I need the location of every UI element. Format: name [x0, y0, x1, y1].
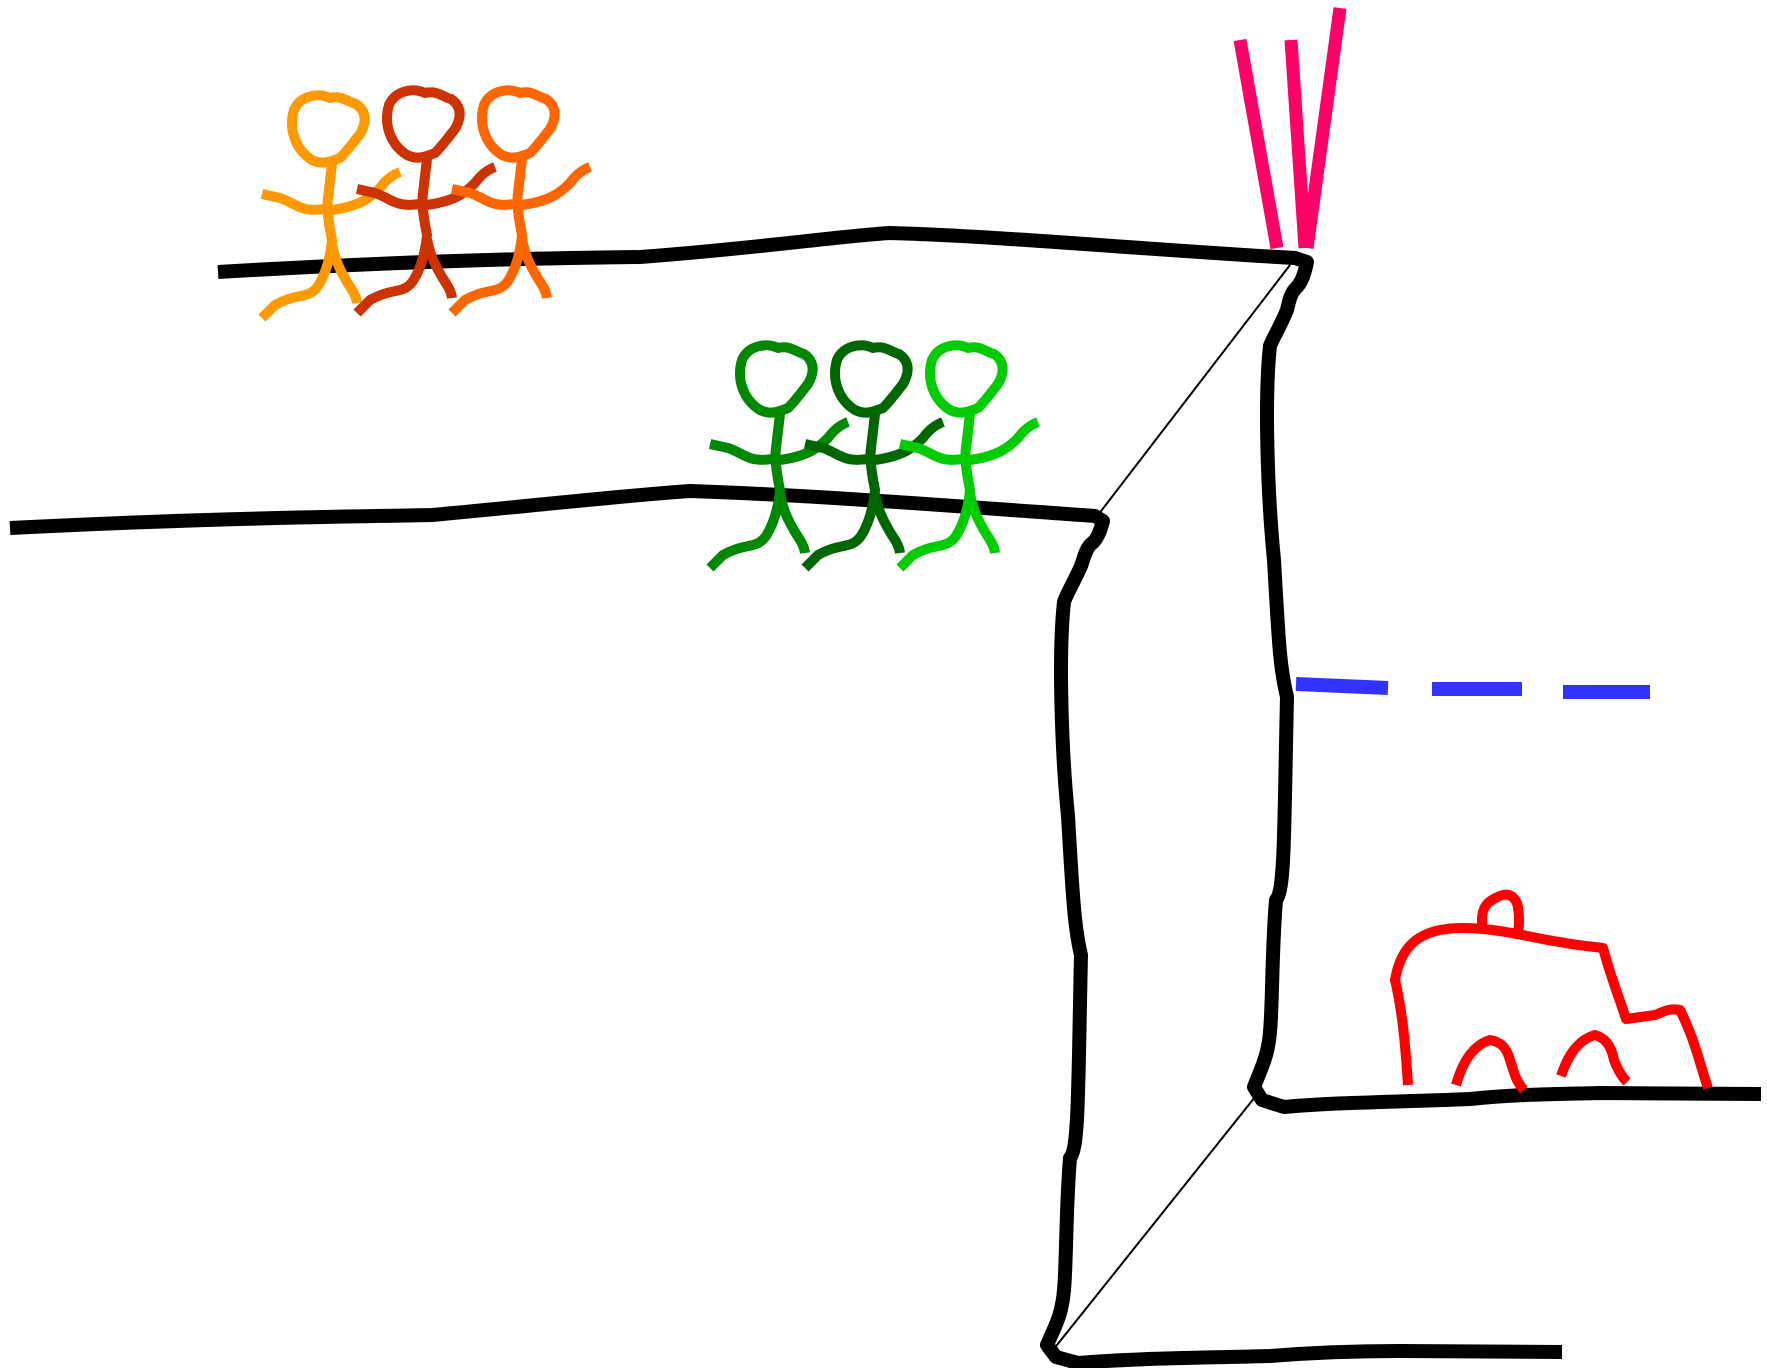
- green-stick-figures: [706, 340, 1040, 572]
- pink-falling-lines: [1233, 7, 1347, 250]
- lower-cliff-outline: [9, 484, 1563, 1368]
- stick-figure: [706, 340, 850, 572]
- perspective-lines: [1052, 264, 1291, 1351]
- stick-figure: [448, 85, 592, 317]
- stick-figure: [896, 340, 1040, 572]
- blue-dashed-line: [1295, 677, 1650, 699]
- orange-stick-figures: [258, 85, 592, 322]
- red-vehicle: [1390, 889, 1713, 1094]
- stick-figure: [353, 85, 497, 317]
- stick-figure: [258, 90, 402, 322]
- stick-figure: [801, 340, 945, 572]
- upper-cliff-outline: [217, 226, 1762, 1114]
